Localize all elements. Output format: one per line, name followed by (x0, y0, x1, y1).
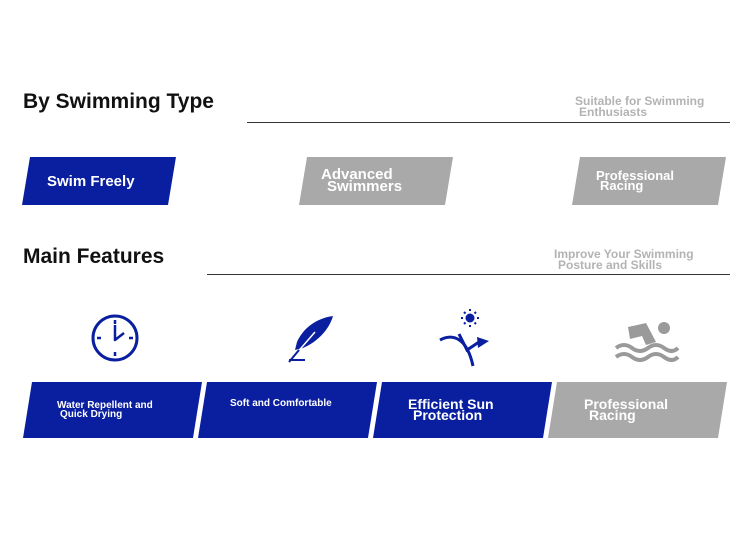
main-features-divider (207, 274, 730, 275)
swimming-type-title: By Swimming Type (23, 90, 214, 113)
feature-professional-racing[interactable]: Professional Racing (548, 382, 727, 438)
sun-protection-icon (439, 309, 489, 367)
swimming-type-divider (247, 122, 730, 123)
professional-racing-option[interactable]: Professional Racing (572, 157, 726, 205)
swimmer-icon (614, 322, 680, 362)
swim-freely-option[interactable]: Swim Freely (22, 157, 176, 205)
advanced-swimmers-option[interactable]: Advanced Swimmers (299, 157, 453, 205)
clock-icon (91, 314, 139, 362)
feature-water-repellent[interactable]: Water Repellent and Quick Drying (23, 382, 202, 438)
feature-sun-protection[interactable]: Efficient Sun Protection (373, 382, 552, 438)
feather-icon (288, 316, 333, 363)
main-features-subtitle: Improve Your Swimming Posture and Skills (554, 247, 694, 272)
swimming-type-subtitle: Suitable for Swimming Enthusiasts (575, 94, 705, 119)
feature-soft-comfortable[interactable]: Soft and Comfortable (198, 382, 377, 438)
main-features-title: Main Features (23, 245, 165, 268)
